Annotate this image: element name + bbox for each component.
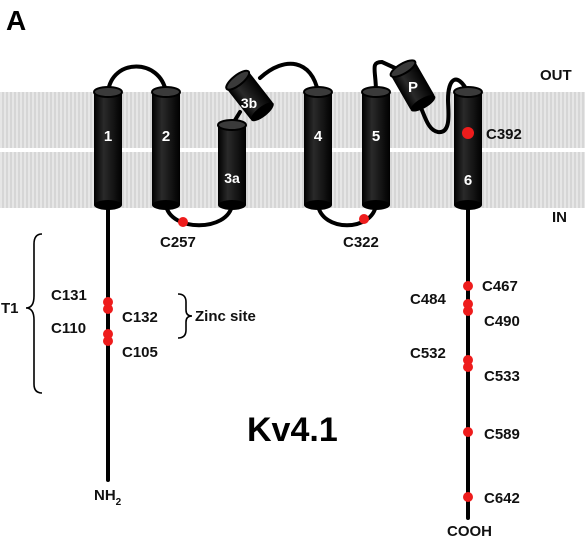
label-c490: C490 (484, 313, 520, 330)
cysteine-dot-c490 (463, 306, 473, 316)
cysteine-dot-c257 (178, 217, 188, 227)
loop-s2-s3a (164, 203, 234, 228)
zinc-site-label: Zinc site (195, 308, 256, 325)
t1-brace (25, 233, 43, 394)
helix-s3a: 3a (217, 119, 247, 210)
cysteine-dot-c642 (463, 492, 473, 502)
cysteine-dot-c105 (103, 336, 113, 346)
helix-s6: 6 (453, 86, 483, 210)
cysteine-dot-c110 (103, 329, 113, 339)
cysteine-dot-c484 (463, 299, 473, 309)
loop-p-s6 (414, 77, 470, 134)
cysteine-dot-c467 (463, 281, 473, 291)
label-c532: C532 (410, 345, 446, 362)
cysteine-dot-c589 (463, 427, 473, 437)
out-label: OUT (540, 67, 572, 84)
label-c131: C131 (51, 287, 87, 304)
segment-label-2: 2 (162, 128, 170, 145)
pore-helix (389, 59, 436, 112)
panel-letter: A (6, 5, 26, 36)
helix-s4: 4 (303, 86, 333, 210)
label-c642: C642 (484, 490, 520, 507)
helix-s2: 2 (151, 86, 181, 210)
n-terminus-label: NH2 (94, 487, 122, 508)
loop-s5-p (372, 59, 397, 94)
loop-s3b-s4 (258, 61, 320, 94)
cysteine-dot-c392 (462, 127, 474, 139)
membrane-inner-leaflet (0, 152, 585, 208)
cysteine-dot-c132 (103, 304, 113, 314)
zinc-site-brace (177, 293, 193, 339)
loop-s1-s2 (106, 64, 168, 94)
segment-label-1: 1 (104, 128, 112, 145)
segment-label-4: 4 (314, 128, 323, 145)
c-terminus-label: COOH (447, 523, 492, 540)
loop-s4-s5 (316, 203, 378, 228)
label-c467: C467 (482, 278, 518, 295)
membrane (0, 92, 585, 208)
label-c132: C132 (122, 309, 158, 326)
segment-label-5: 5 (372, 128, 380, 145)
protein-name: Kv4.1 (247, 411, 338, 449)
segment-label-3a: 3a (224, 170, 240, 186)
t1-label: T1 (1, 300, 19, 317)
label-c257: C257 (160, 234, 196, 251)
label-c533: C533 (484, 368, 520, 385)
cysteine-dot-c533 (463, 362, 473, 372)
cysteine-dot-c322 (359, 214, 369, 224)
label-c105: C105 (122, 344, 158, 361)
segment-label-3b: 3b (241, 95, 257, 111)
cysteine-dot-c131 (103, 297, 113, 307)
cysteine-dots (103, 127, 474, 502)
helix-s3b (225, 69, 274, 122)
label-c110: C110 (51, 320, 86, 337)
helix-s5: 5 (361, 86, 391, 210)
in-label: IN (552, 209, 567, 226)
cysteine-dot-c532 (463, 355, 473, 365)
label-c322: C322 (343, 234, 379, 251)
label-c392: C392 (486, 126, 522, 143)
segment-label-p: P (408, 79, 418, 96)
segment-label-6: 6 (464, 172, 472, 189)
helix-s1: 1 (93, 86, 123, 210)
label-c484: C484 (410, 291, 447, 308)
label-c589: C589 (484, 426, 520, 443)
